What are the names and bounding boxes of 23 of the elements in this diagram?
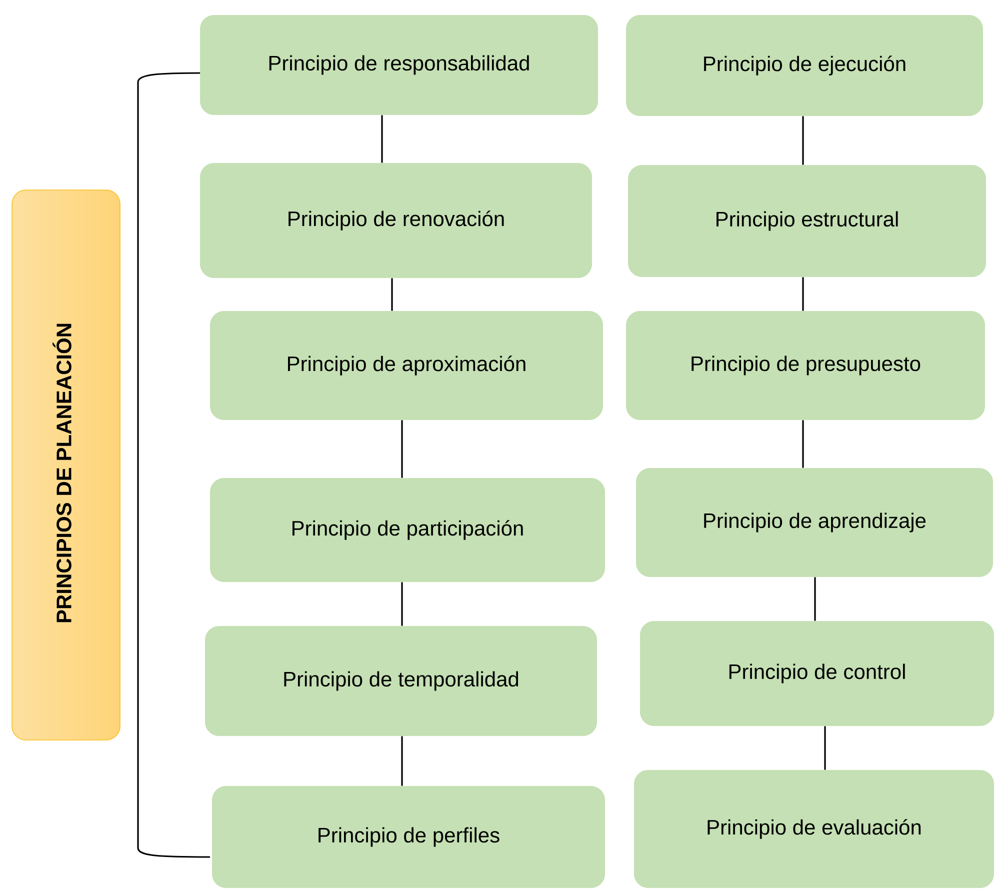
principle-box: Principio de perfiles [212, 786, 605, 888]
connector-line [802, 277, 804, 311]
principle-box: Principio de control [640, 621, 994, 726]
connector-line [381, 115, 383, 163]
principle-box: Principio de presupuesto [626, 311, 985, 420]
connector-line [391, 278, 393, 311]
connector-line [802, 116, 804, 165]
principle-box: Principio estructural [628, 165, 986, 277]
title-box: PRINCIPIOS DE PLANEACIÓN [12, 190, 120, 740]
principle-box: Principio de aprendizaje [636, 468, 993, 577]
connector-line [401, 582, 403, 626]
principle-box: Principio de responsabilidad [200, 15, 598, 115]
connector-line [814, 577, 816, 621]
connector-line [824, 726, 826, 770]
principle-box: Principio de ejecución [626, 15, 983, 116]
principle-box: Principio de temporalidad [205, 626, 597, 736]
principle-box: Principio de participación [210, 478, 605, 582]
connector-line [401, 420, 403, 478]
connector-line [802, 420, 804, 468]
principle-box: Principio de evaluación [634, 770, 994, 888]
principle-box: Principio de renovación [200, 163, 592, 278]
principle-box: Principio de aproximación [210, 311, 603, 420]
connector-line [401, 736, 403, 786]
